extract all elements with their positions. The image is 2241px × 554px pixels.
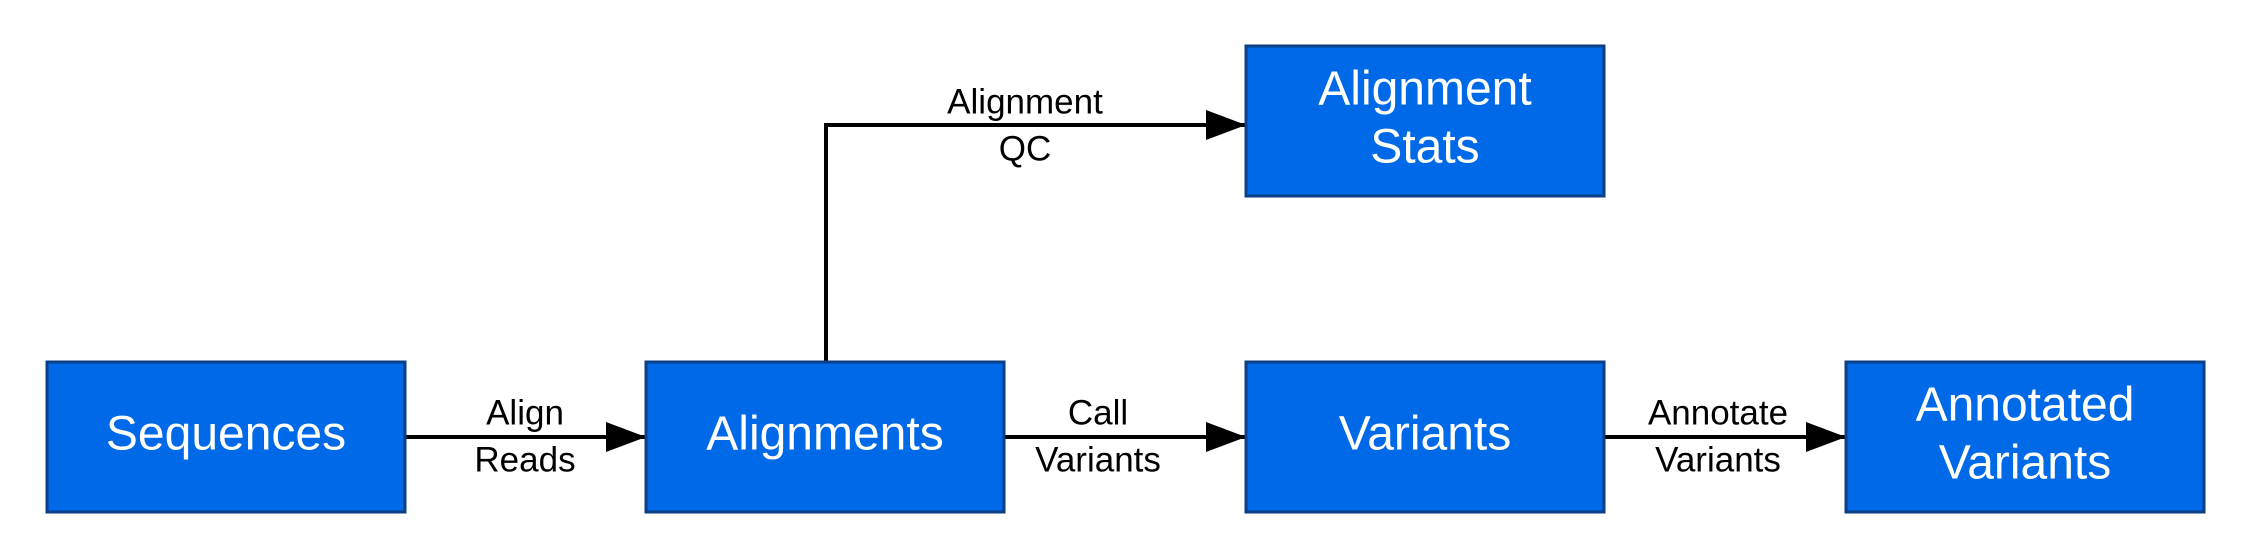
node-alignments: Alignments: [644, 360, 1006, 514]
node-variants: Variants: [1244, 360, 1606, 514]
edge-label-annotate-variants-line-2: Variants: [1655, 440, 1781, 479]
node-sequences: Sequences: [45, 360, 407, 514]
edge-label-annotate-variants-line-1: Annotate: [1648, 393, 1788, 432]
edge-label-align-reads-line-1: Align: [486, 393, 564, 432]
node-label-variants-line-1: Variants: [1339, 408, 1512, 461]
edge-arrow-alignment-qc: [824, 110, 1246, 362]
edges-layer: AlignReadsAlignmentQCCallVariantsAnnotat…: [405, 82, 1846, 479]
node-label-alignment-stats-line-2: Stats: [1370, 121, 1479, 174]
node-box-alignments: [644, 360, 1006, 514]
node-label-annotated-variants-line-1: Annotated: [1916, 379, 2135, 432]
edge-label-alignment-qc-line-2: QC: [999, 129, 1052, 168]
node-label-alignments-line-1: Alignments: [706, 408, 943, 461]
node-box-sequences: [45, 360, 407, 514]
node-box-annotated-variants: [1844, 360, 2206, 514]
edge-label-call-variants-line-2: Variants: [1035, 440, 1161, 479]
node-box-alignment-stats: [1244, 44, 1606, 198]
edge-label-align-reads-line-2: Reads: [474, 440, 575, 479]
node-label-alignment-stats-line-1: Alignment: [1318, 63, 1531, 116]
edge-label-call-variants-line-1: Call: [1068, 393, 1128, 432]
node-label-annotated-variants-line-2: Variants: [1939, 437, 2112, 490]
edge-label-alignment-qc-line-1: Alignment: [947, 82, 1103, 121]
node-box-variants: [1244, 360, 1606, 514]
node-label-sequences-line-1: Sequences: [106, 408, 346, 461]
